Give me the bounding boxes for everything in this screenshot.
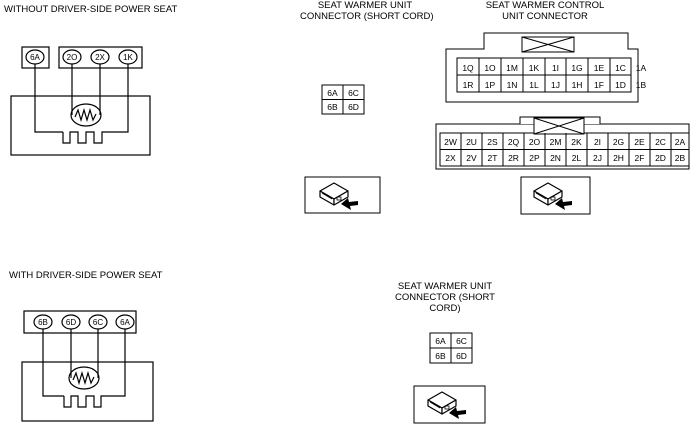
pin-cell: 6B [435, 351, 446, 361]
title-line: UNIT CONNECTOR [502, 11, 588, 22]
pin-cell: 1B [636, 80, 647, 90]
control-connector-icon [520, 176, 591, 215]
pin-cell: 1L [529, 80, 539, 90]
pin-cell: 2H [613, 153, 624, 163]
top-unit-connector: 6A 6C 6B 6D [321, 84, 365, 115]
pin-cell: 2O [529, 137, 541, 147]
pin-cell: 6A [435, 336, 446, 346]
pin-label: 6A [30, 53, 40, 62]
pin-cell: 2J [593, 153, 602, 163]
pin-cell: 2M [550, 137, 562, 147]
pin-cell: 2C [655, 137, 666, 147]
pin-cell: 2R [508, 153, 519, 163]
pin-cell: 1D [615, 80, 626, 90]
pin-cell: 1J [551, 80, 560, 90]
pin-cell: 1Q [462, 63, 474, 73]
pin-cell: 2B [675, 153, 686, 163]
pin-label: 6B [38, 318, 48, 327]
pin-cell: 1G [571, 63, 582, 73]
pin-cell: 6D [348, 102, 359, 112]
title-line: CORD) [429, 303, 461, 314]
title-line: CONNECTOR (SHORT CORD) [300, 11, 434, 22]
pin-cell: 2W [444, 137, 457, 147]
pin-label: 1K [123, 53, 133, 62]
pin-label: 2O [67, 53, 78, 62]
title-line: SEAT WARMER UNIT [317, 0, 413, 11]
pin-cell: 1E [594, 63, 605, 73]
pin-cell: 1K [529, 63, 540, 73]
top-heading: WITHOUT DRIVER-SIDE POWER SEAT [4, 4, 178, 15]
pin-cell: 2S [487, 137, 498, 147]
pin-cell: 1I [552, 63, 559, 73]
pin-label: 6D [66, 318, 76, 327]
pin-cell: 6C [456, 336, 467, 346]
pin-cell: 2G [613, 137, 624, 147]
control-upper-pins: 1Q 1O 1M 1K 1I 1G 1E 1C 1A 1R 1P 1N 1L 1… [462, 63, 646, 90]
upper-grid-dividers [478, 58, 611, 92]
pin-cell: 1H [572, 80, 583, 90]
top-unit-connector-icon [304, 176, 381, 214]
control-connector-title: SEAT WARMER CONTROL UNIT CONNECTOR [480, 0, 610, 22]
pin-cell: 1P [485, 80, 496, 90]
pin-cell: 2A [675, 137, 686, 147]
pin-cell: 6A [327, 88, 338, 98]
pin-cell: 6B [327, 102, 338, 112]
pin-cell: 2K [571, 137, 582, 147]
top-circuit [10, 46, 151, 156]
pin-cell: 2V [466, 153, 477, 163]
pin-label: 6C [93, 318, 103, 327]
pin-cell: 1M [506, 63, 518, 73]
title-line: SEAT WARMER UNIT [397, 281, 493, 292]
control-connector-upper [445, 32, 639, 103]
pin-cell: 2N [550, 153, 561, 163]
pin-cell: 2E [634, 137, 645, 147]
bottom-heading: WITH DRIVER-SIDE POWER SEAT [9, 270, 163, 281]
bottom-unit-connector-icon [413, 385, 486, 424]
pin-cell: 2T [488, 153, 498, 163]
bottom-unit-connector-title: SEAT WARMER UNIT CONNECTOR (SHORT CORD) [385, 281, 505, 314]
top-unit-connector-title: SEAT WARMER UNIT CONNECTOR (SHORT CORD) [300, 0, 434, 22]
pin-cell: 1A [636, 63, 647, 73]
pin-cell: 2P [529, 153, 540, 163]
bottom-unit-connector: 6A 6C 6B 6D [429, 332, 473, 364]
pin-cell: 2U [466, 137, 477, 147]
pin-cell: 1O [484, 63, 496, 73]
pin-label: 6A [120, 318, 130, 327]
control-lower-pins: 2W 2U 2S 2Q 2O 2M 2K 2I 2G 2E 2C 2A 2X 2… [444, 137, 685, 163]
control-connector-lower [435, 116, 690, 170]
title-line: SEAT WARMER CONTROL [485, 0, 605, 11]
pin-cell: 2L [572, 153, 582, 163]
bottom-circuit-pins: 6B 6D 6C 6A [38, 318, 130, 327]
top-circuit-pins: 6A 2O 2X 1K [30, 53, 133, 62]
pin-cell: 2Q [508, 137, 520, 147]
title-line: CONNECTOR (SHORT [395, 292, 495, 303]
pin-cell: 1F [594, 80, 604, 90]
pin-cell: 1N [507, 80, 518, 90]
pin-cell: 1R [463, 80, 474, 90]
bottom-circuit [21, 310, 154, 422]
pin-cell: 2D [655, 153, 666, 163]
pin-cell: 1C [615, 63, 626, 73]
pin-cell: 2F [635, 153, 645, 163]
pin-cell: 2I [594, 137, 601, 147]
pin-label: 2X [95, 53, 105, 62]
pin-cell: 2X [445, 153, 456, 163]
pin-cell: 6D [456, 351, 467, 361]
pin-cell: 6C [348, 88, 359, 98]
